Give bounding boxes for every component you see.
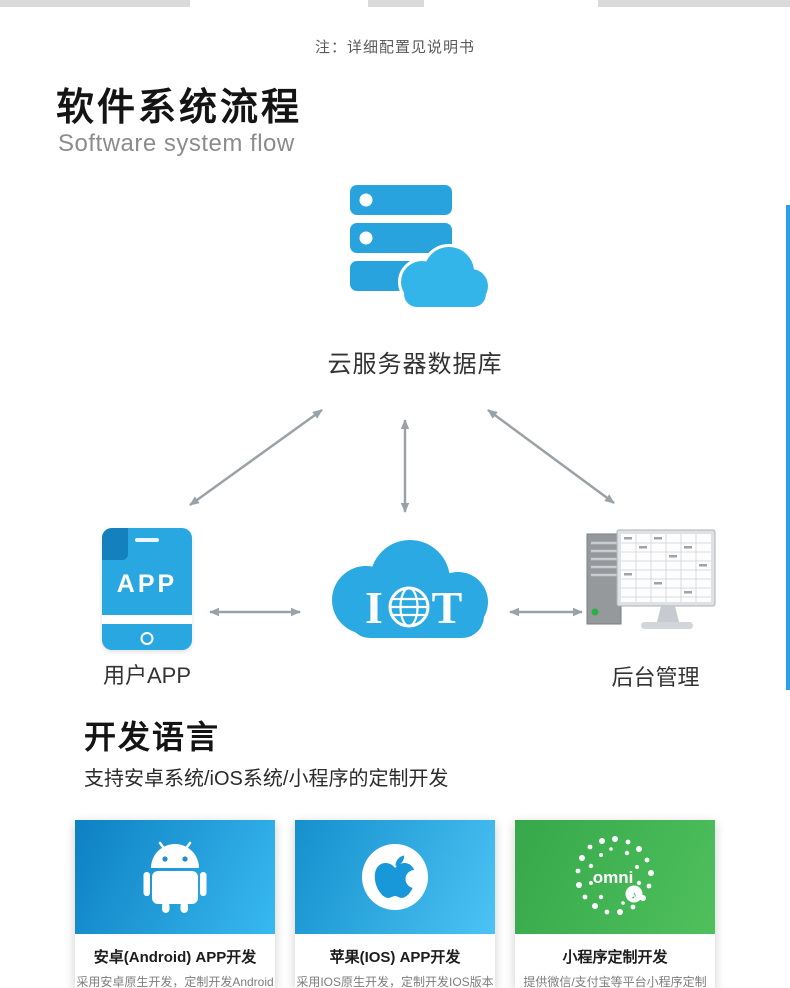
card-miniprogram: omni ♪ 小程序定制开发 提供微信/支付宝等平台小程序定制 <box>515 820 715 988</box>
card-ios-title: 苹果(IOS) APP开发 <box>329 949 461 966</box>
scrollbar-thumb[interactable] <box>786 205 790 690</box>
globe-icon <box>388 586 430 628</box>
phone-speaker-shape <box>135 538 159 542</box>
card-android: 安卓(Android) APP开发 采用安卓原生开发，定制开发Android <box>75 820 275 988</box>
dev-cards: 安卓(Android) APP开发 采用安卓原生开发，定制开发Android 苹… <box>75 820 715 988</box>
desktop-computer-icon <box>586 529 716 629</box>
card-android-desc: 采用安卓原生开发，定制开发Android <box>76 975 274 988</box>
top-border-remnant-right <box>598 0 790 7</box>
cloud-server-label: 云服务器数据库 <box>327 351 503 378</box>
apple-logo-icon <box>362 844 428 910</box>
qr-logo-text: omni <box>593 868 634 887</box>
qr-code-omni-icon: omni ♪ <box>575 836 654 915</box>
user-app-label: 用户APP <box>102 663 192 688</box>
card-miniprogram-desc: 提供微信/支付宝等平台小程序定制 <box>523 975 707 988</box>
top-border-remnant-left <box>0 0 190 7</box>
phone-home-button-shape <box>140 632 154 645</box>
backend-admin-label: 后台管理 <box>611 665 700 690</box>
phone-tab-shape <box>102 528 128 560</box>
dev-section-title: 开发语言 <box>84 719 221 755</box>
android-robot-icon <box>143 841 207 913</box>
top-border-remnant-middle <box>368 0 424 7</box>
flow-section-subtitle: Software system flow <box>58 130 295 157</box>
card-miniprogram-banner: omni ♪ <box>515 820 715 934</box>
cloud-server-icon <box>350 185 490 310</box>
card-ios-banner <box>295 820 495 934</box>
iot-letter-t: T <box>432 582 463 633</box>
card-ios-desc: 采用IOS原生开发，定制开发IOS版本 <box>296 975 494 988</box>
iot-cloud-icon: I T <box>332 540 488 638</box>
config-note: 注：详细配置见说明书 <box>314 39 475 56</box>
card-android-banner <box>75 820 275 934</box>
card-ios: 苹果(IOS) APP开发 采用IOS原生开发，定制开发IOS版本 <box>295 820 495 988</box>
music-note-icon: ♪ <box>631 890 637 902</box>
card-miniprogram-title: 小程序定制开发 <box>562 949 668 966</box>
phone-band-shape <box>102 615 192 624</box>
iot-letter-i: I <box>365 582 383 633</box>
phone-app-icon: APP <box>102 528 192 650</box>
phone-app-text: APP <box>116 570 178 598</box>
card-android-title: 安卓(Android) APP开发 <box>93 949 257 966</box>
flow-section-title: 软件系统流程 <box>56 87 303 129</box>
dev-section-subtitle: 支持安卓系统/iOS系统/小程序的定制开发 <box>84 768 449 790</box>
